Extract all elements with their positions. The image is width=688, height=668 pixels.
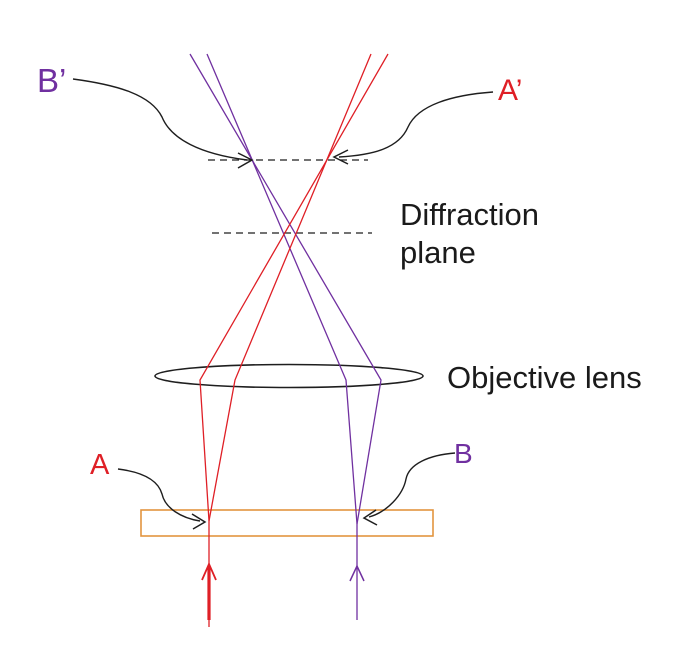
a-leader-line xyxy=(117,468,201,522)
purple-ray-1 xyxy=(206,53,358,525)
b-leader-line xyxy=(368,452,456,518)
up-arrow-icon xyxy=(349,564,365,582)
diffraction-plane-label-line1: Diffraction xyxy=(400,197,539,232)
right-arrow-icon xyxy=(191,513,207,530)
a-label: A xyxy=(90,449,110,481)
objective-lens-label: Objective lens xyxy=(447,360,642,395)
b-label: B xyxy=(454,438,473,469)
objective-lens-ellipse xyxy=(154,363,424,389)
up-arrow-icon xyxy=(201,561,217,581)
left-arrow-icon xyxy=(362,509,378,526)
diffraction-plane-label-line2: plane xyxy=(400,235,476,270)
purple-ray-2 xyxy=(189,53,382,525)
red-ray-2 xyxy=(208,53,372,522)
a-prime-leader-line xyxy=(338,91,494,158)
a-prime-label: A’ xyxy=(498,74,522,107)
b-prime-leader-line xyxy=(72,78,248,161)
right-arrow-icon xyxy=(237,152,254,169)
b-prime-label: B’ xyxy=(37,62,66,99)
red-ray-1 xyxy=(199,53,389,522)
specimen-rectangle xyxy=(140,509,434,537)
left-arrow-icon xyxy=(332,149,349,165)
